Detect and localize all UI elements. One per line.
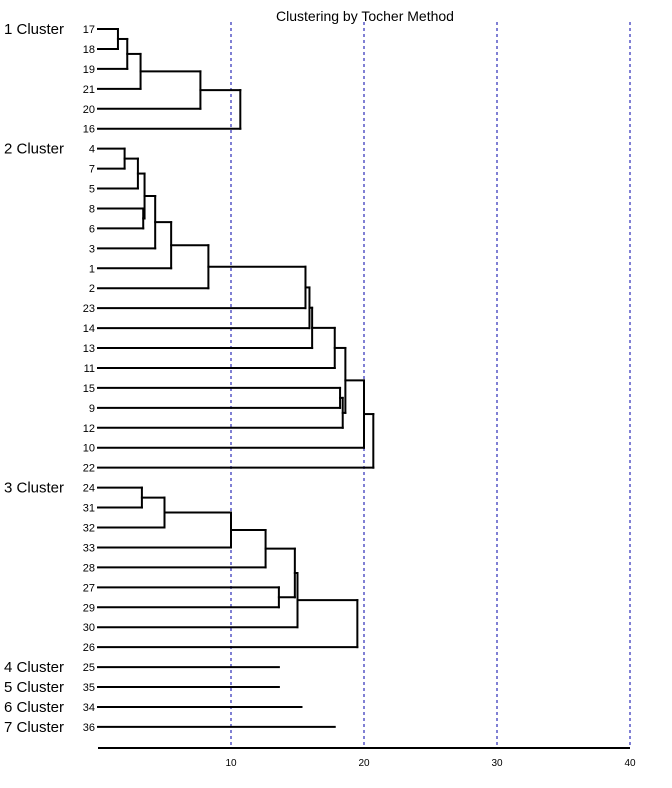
leaf-label: 10 <box>83 443 95 455</box>
leaf-label: 8 <box>89 203 95 215</box>
leaf-label: 24 <box>83 483 95 495</box>
x-axis: 10 20 30 40 <box>98 747 636 769</box>
x-tick-label: 40 <box>624 758 636 769</box>
leaf-label: 13 <box>83 343 95 355</box>
leaf-label: 18 <box>83 44 95 56</box>
cluster-label: 7 Cluster <box>4 719 64 736</box>
leaf-label: 36 <box>83 722 95 734</box>
leaf-label: 21 <box>83 84 95 96</box>
leaf-label: 3 <box>89 243 95 255</box>
x-tick-label: 20 <box>358 758 370 769</box>
leaf-label: 20 <box>83 104 95 116</box>
chart-title: Clustering by Tocher Method <box>276 8 454 24</box>
leaf-label: 33 <box>83 542 95 554</box>
leaf-label: 17 <box>83 24 95 36</box>
leaf-label: 14 <box>83 323 95 335</box>
leaf-label: 15 <box>83 383 95 395</box>
leaf-label: 25 <box>83 662 95 674</box>
cluster-label: 5 Cluster <box>4 679 64 696</box>
leaf-label: 9 <box>89 403 95 415</box>
leaf-label: 6 <box>89 223 95 235</box>
cluster-label: 3 Cluster <box>4 480 64 497</box>
leaf-label: 19 <box>83 64 95 76</box>
grid-lines <box>230 22 631 748</box>
leaf-label: 28 <box>83 562 95 574</box>
leaf-label: 2 <box>89 283 95 295</box>
leaf-label: 4 <box>89 144 95 156</box>
leaf-label: 23 <box>83 303 95 315</box>
leaf-label: 31 <box>83 503 95 515</box>
leaf-label: 34 <box>83 702 95 714</box>
leaf-label: 11 <box>84 363 95 375</box>
leaf-label: 5 <box>89 184 95 196</box>
leaf-label: 12 <box>83 423 95 435</box>
leaf-label: 29 <box>83 602 95 614</box>
dendrogram-links <box>97 28 375 728</box>
cluster-label: 6 Cluster <box>4 699 64 716</box>
cluster-label: 2 Cluster <box>4 141 64 158</box>
x-tick-label: 10 <box>225 758 237 769</box>
leaf-label: 30 <box>83 622 95 634</box>
leaf-label: 16 <box>83 124 95 136</box>
leaf-label: 26 <box>83 642 95 654</box>
leaf-label: 32 <box>83 523 95 535</box>
cluster-labels: 1 Cluster 2 Cluster 3 Cluster 4 Cluster 5 Cl… <box>4 21 64 736</box>
leaf-label: 1 <box>89 263 95 275</box>
leaf-labels: 1718192120164758631223141311159121022243… <box>83 24 95 734</box>
cluster-label: 1 Cluster <box>4 21 64 38</box>
x-tick-label: 30 <box>491 758 503 769</box>
leaf-label: 35 <box>83 682 95 694</box>
leaf-label: 22 <box>83 463 95 475</box>
leaf-label: 27 <box>83 582 95 594</box>
cluster-label: 4 Cluster <box>4 659 64 676</box>
leaf-label: 7 <box>89 164 95 176</box>
